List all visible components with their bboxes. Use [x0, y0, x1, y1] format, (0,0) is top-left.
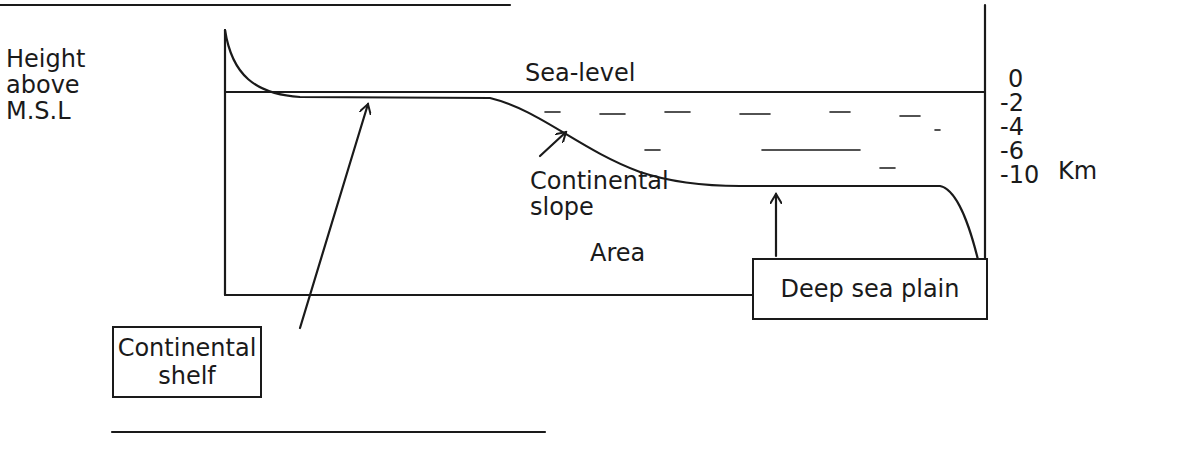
text-label: Height above M.S.L	[6, 46, 116, 124]
text-label: -2	[1000, 90, 1050, 116]
box-text: Deep sea plain	[781, 275, 960, 303]
page-rule	[112, 431, 545, 433]
sea-level-line	[225, 91, 985, 93]
label-box: Deep sea plain	[752, 258, 988, 320]
text-label: Area	[590, 240, 680, 266]
box-text: Continental shelf	[118, 334, 257, 390]
depth-axis	[984, 5, 986, 295]
page-rule	[0, 4, 510, 6]
text-label: -6	[1000, 138, 1050, 164]
sea-floor-profile	[225, 30, 985, 292]
text-label: -4	[1000, 114, 1050, 140]
leader-arrow	[775, 194, 777, 256]
text-label: 0	[1008, 66, 1048, 92]
y-axis	[224, 30, 226, 295]
text-label: Sea-level	[525, 60, 725, 86]
leader-arrow	[300, 104, 368, 328]
water-marks	[545, 112, 940, 168]
text-label: Km	[1058, 158, 1118, 184]
text-label: -10	[1000, 162, 1060, 188]
leader-arrow	[540, 132, 566, 156]
label-box: Continental shelf	[112, 326, 262, 398]
text-label: Continental slope	[530, 168, 680, 220]
